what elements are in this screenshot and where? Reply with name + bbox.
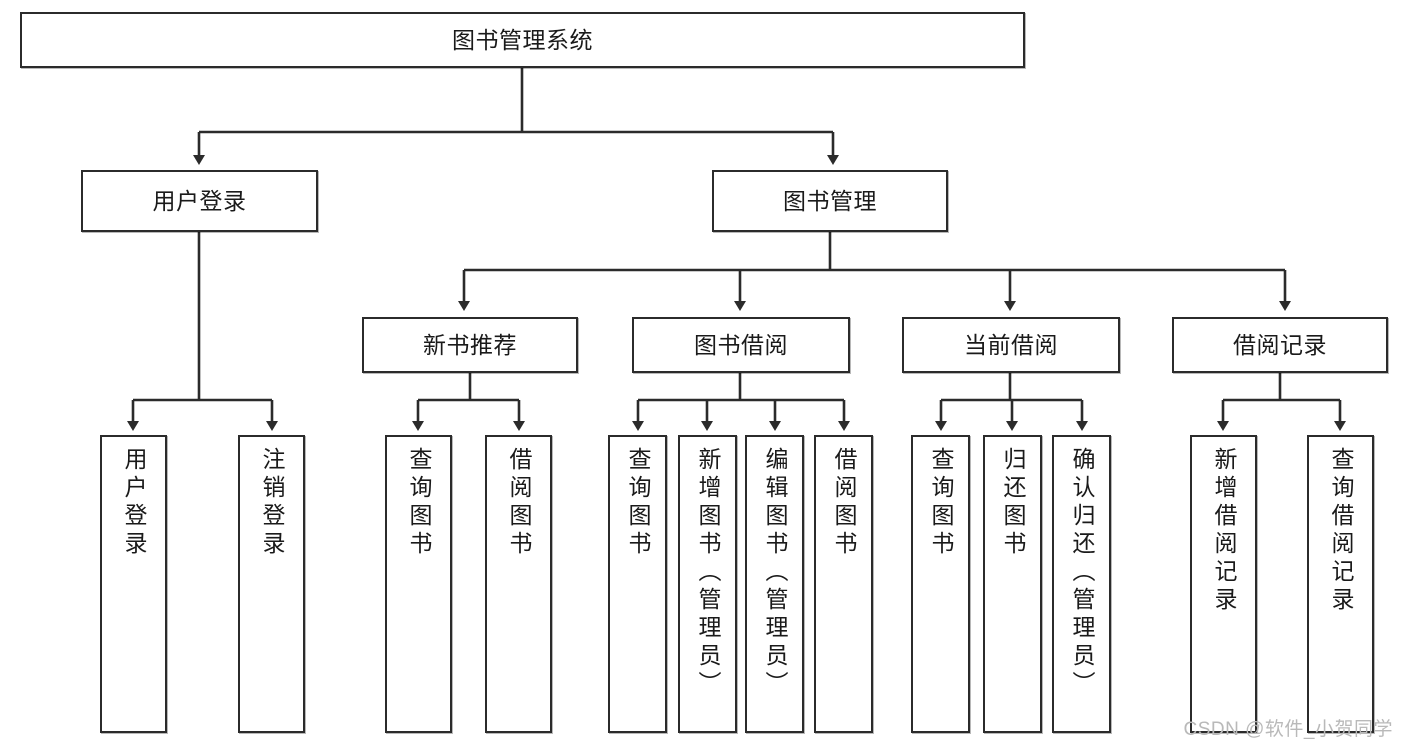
node-leaf-user-login[interactable]: 用户登录 [100,435,167,733]
node-label: 确认归还（管理员） [1069,447,1095,699]
node-label: 借阅图书 [831,447,857,559]
node-label: 查询图书 [928,447,954,559]
node-leaf-logout[interactable]: 注销登录 [238,435,305,733]
node-current-borrow[interactable]: 当前借阅 [902,317,1120,373]
node-label: 查询借阅记录 [1328,447,1354,615]
node-label: 图书管理 [783,187,877,214]
node-label: 编辑图书（管理员） [762,447,788,699]
node-label: 用户登录 [121,447,147,559]
node-root-system[interactable]: 图书管理系统 [20,12,1025,68]
node-leaf-edit-book-admin[interactable]: 编辑图书（管理员） [745,435,804,733]
node-label: 查询图书 [625,447,651,559]
node-label: 用户登录 [152,187,247,214]
node-label: 当前借阅 [964,331,1058,358]
node-label: 图书借阅 [694,331,788,358]
watermark: CSDN @软件_小贺同学 [1183,719,1393,740]
node-leaf-add-borrow-record[interactable]: 新增借阅记录 [1190,435,1257,733]
node-label: 查询图书 [406,447,432,559]
node-label: 借阅图书 [506,447,532,559]
node-label: 借阅记录 [1233,331,1327,358]
node-label: 图书管理系统 [452,26,593,53]
node-book-management[interactable]: 图书管理 [712,170,948,232]
node-label: 注销登录 [259,447,285,559]
node-label: 归还图书 [1000,447,1026,559]
node-leaf-query-borrow-record[interactable]: 查询借阅记录 [1307,435,1374,733]
node-book-borrow[interactable]: 图书借阅 [632,317,850,373]
node-label: 新书推荐 [423,331,517,358]
node-new-book-recommend[interactable]: 新书推荐 [362,317,578,373]
node-leaf-query-book-newbook[interactable]: 查询图书 [385,435,452,733]
node-leaf-query-book-current[interactable]: 查询图书 [911,435,970,733]
node-label: 新增借阅记录 [1211,447,1237,615]
node-leaf-borrow-book[interactable]: 借阅图书 [814,435,873,733]
node-leaf-borrow-book-newbook[interactable]: 借阅图书 [485,435,552,733]
node-leaf-confirm-return-admin[interactable]: 确认归还（管理员） [1052,435,1111,733]
node-leaf-add-book-admin[interactable]: 新增图书（管理员） [678,435,737,733]
node-user-login[interactable]: 用户登录 [81,170,318,232]
node-leaf-return-book[interactable]: 归还图书 [983,435,1042,733]
node-leaf-query-book-borrow[interactable]: 查询图书 [608,435,667,733]
node-borrow-record[interactable]: 借阅记录 [1172,317,1388,373]
node-label: 新增图书（管理员） [695,447,721,699]
